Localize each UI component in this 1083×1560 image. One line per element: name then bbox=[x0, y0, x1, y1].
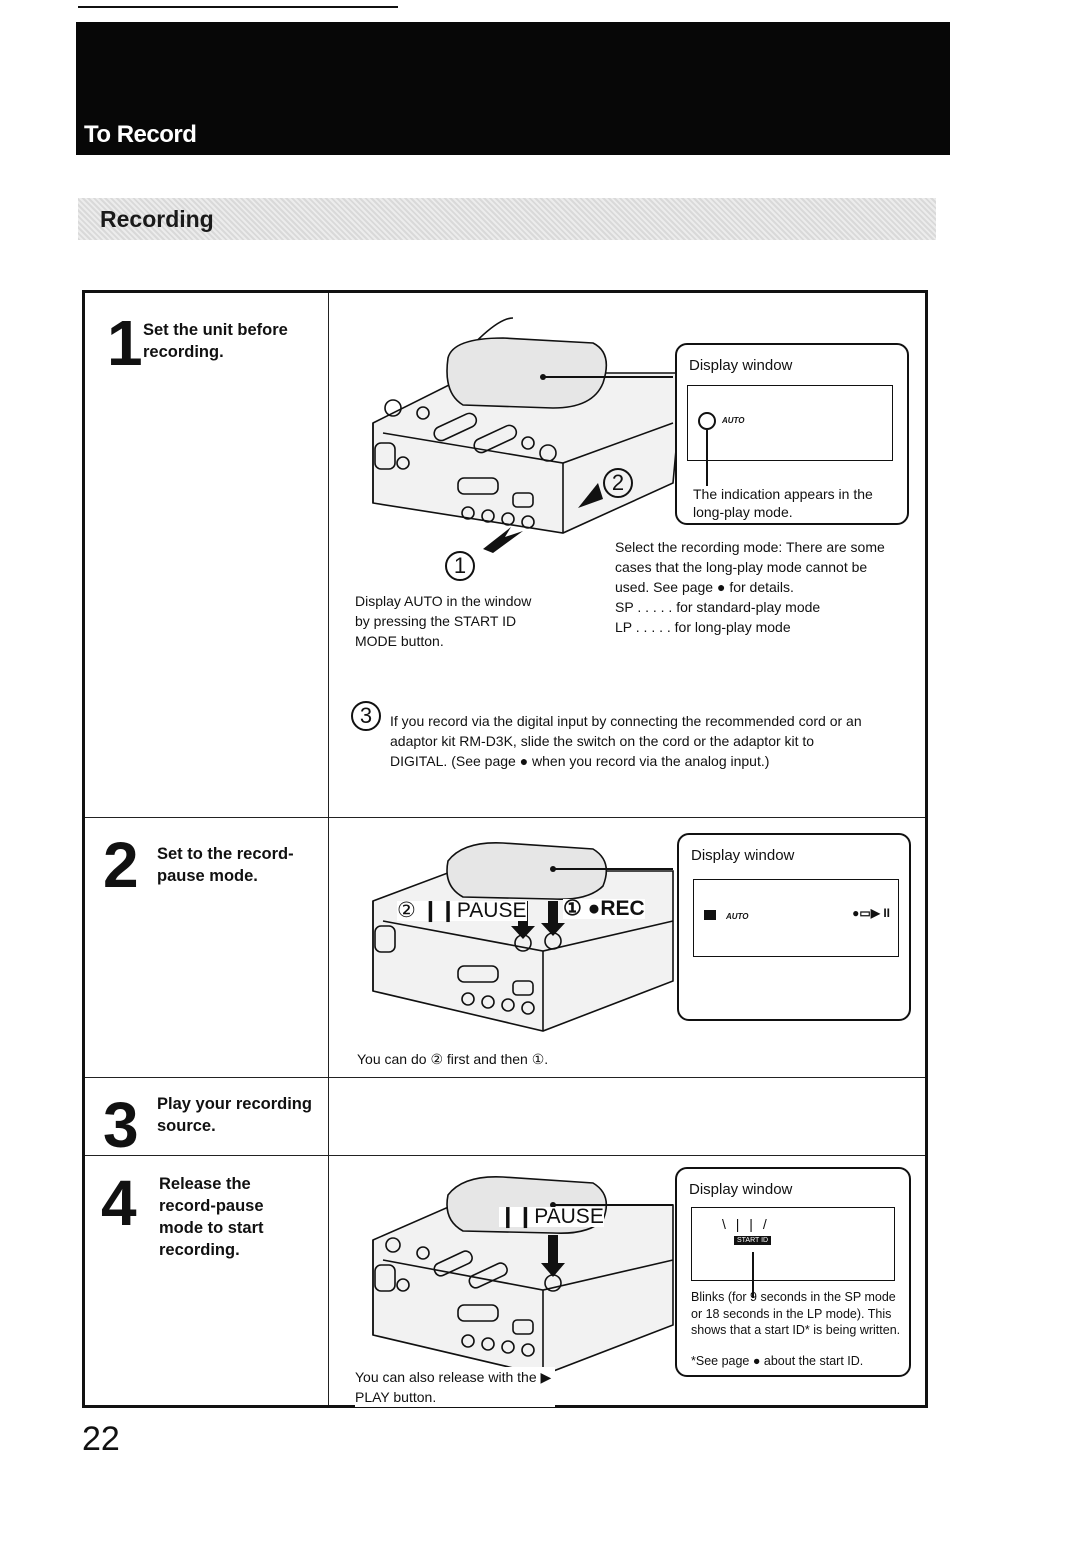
lp-indicator-icon bbox=[698, 412, 716, 430]
callout-1: 1 bbox=[445, 551, 475, 581]
step-number-1: 1 bbox=[107, 311, 140, 375]
subsection-title: Recording bbox=[100, 206, 214, 233]
step-text-1: Set the unit before recording. bbox=[143, 319, 303, 363]
page-title: To Record bbox=[84, 121, 196, 149]
section-header: To Record bbox=[76, 22, 950, 155]
column-divider bbox=[328, 293, 329, 1405]
blink-caption: Blinks (for 9 seconds in the SP mode or … bbox=[691, 1289, 901, 1339]
pointer-line bbox=[706, 430, 708, 486]
row-divider bbox=[85, 1155, 925, 1156]
step-text-4: Release the record-pause mode to start r… bbox=[159, 1173, 309, 1261]
display-window-1: Display window AUTO The indication appea… bbox=[675, 343, 909, 525]
device-illustration-4 bbox=[353, 1165, 683, 1395]
start-id-indicator: START ID bbox=[734, 1236, 771, 1245]
step-text-3: Play your recording source. bbox=[157, 1093, 317, 1137]
auto-indicator: AUTO bbox=[722, 416, 745, 425]
top-rule bbox=[78, 6, 398, 8]
auto-indicator: AUTO bbox=[726, 912, 749, 921]
pause-button-label: ② ❙❙PAUSE bbox=[397, 901, 527, 921]
pause-button-label: ❙❙PAUSE bbox=[499, 1207, 604, 1227]
display-window-2: Display window AUTO ●▭▶ II bbox=[677, 833, 911, 1021]
callout-3: 3 bbox=[351, 701, 381, 731]
row-divider bbox=[85, 817, 925, 818]
rec-pause-indicator: ●▭▶ II bbox=[852, 906, 890, 920]
auto-display-note: Display AUTO in the window by pressing t… bbox=[355, 591, 535, 651]
digital-input-note: If you record via the digital input by c… bbox=[390, 711, 870, 771]
callout-2: 2 bbox=[603, 468, 633, 498]
page-number: 22 bbox=[82, 1420, 120, 1459]
subsection-header: Recording bbox=[78, 198, 936, 240]
step-number-2: 2 bbox=[103, 833, 136, 897]
device-illustration-2 bbox=[353, 831, 683, 1051]
lp-mode-line: LP . . . . . for long-play mode bbox=[615, 617, 905, 637]
lcd-screen: START ID \ | | / bbox=[691, 1207, 895, 1281]
device-illustration-1 bbox=[353, 313, 683, 573]
blink-rays-icon: \ | | / bbox=[722, 1216, 770, 1232]
display-window-4: Display window START ID \ | | / Blinks (… bbox=[675, 1167, 911, 1377]
display-window-label: Display window bbox=[691, 847, 794, 864]
start-id-footnote: *See page ● about the start ID. bbox=[691, 1353, 901, 1370]
display-caption: The indication appears in the long-play … bbox=[693, 485, 893, 521]
step-number-4: 4 bbox=[101, 1171, 134, 1235]
lcd-screen: AUTO ●▭▶ II bbox=[693, 879, 899, 957]
lcd-screen: AUTO bbox=[687, 385, 893, 461]
steps-table: 1 Set the unit before recording. 2 1 Dis… bbox=[82, 290, 928, 1408]
lp-indicator-icon bbox=[704, 910, 716, 920]
rec-button-label: ① ●REC bbox=[563, 899, 645, 919]
display-window-label: Display window bbox=[689, 1181, 792, 1198]
step2-order-note: You can do ② first and then ①. bbox=[357, 1049, 548, 1069]
sp-mode-line: SP . . . . . for standard-play mode bbox=[615, 597, 905, 617]
display-window-label: Display window bbox=[689, 357, 792, 374]
select-mode-note: Select the recording mode: There are som… bbox=[615, 537, 905, 597]
step-number-3: 3 bbox=[103, 1093, 136, 1157]
play-release-note: You can also release with the ▶ PLAY but… bbox=[355, 1367, 555, 1407]
row-divider bbox=[85, 1077, 925, 1078]
step-text-2: Set to the record-pause mode. bbox=[157, 843, 307, 887]
